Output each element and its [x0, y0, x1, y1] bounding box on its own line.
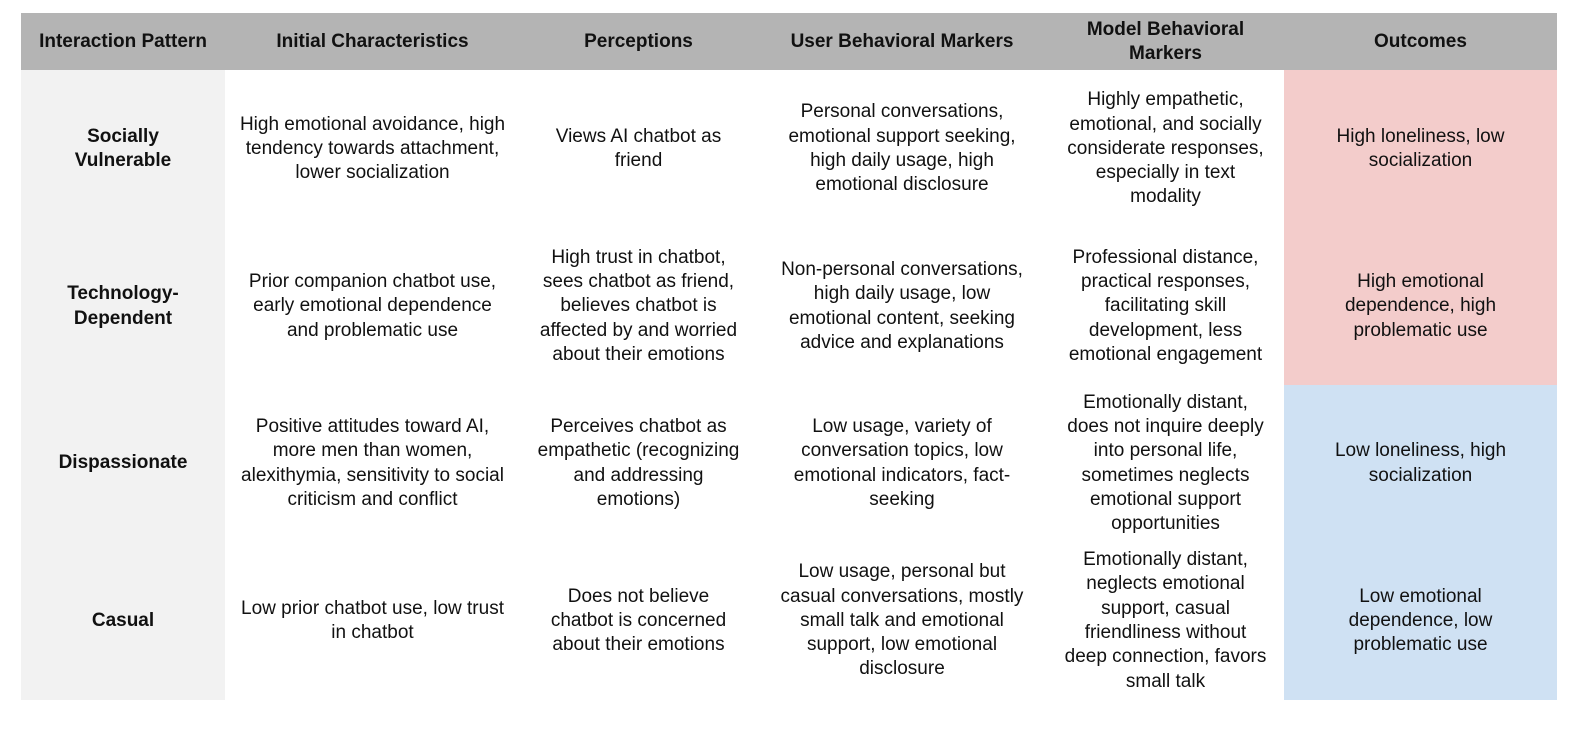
- table-body: Socially Vulnerable High emotional avoid…: [21, 70, 1557, 700]
- initial-characteristics-cell: Prior companion chatbot use, early emoti…: [248, 271, 497, 341]
- model-markers-cell: Highly empathetic, emotional, and social…: [1067, 89, 1264, 208]
- interaction-patterns-table: Interaction Pattern Initial Characterist…: [21, 13, 1557, 700]
- perceptions-cell: Views AI chatbot as friend: [555, 125, 722, 171]
- initial-characteristics-cell: Low prior chatbot use, low trust in chat…: [241, 597, 504, 643]
- user-markers-cell: Personal conversations, emotional suppor…: [788, 101, 1016, 196]
- outcomes-cell: Low loneliness, high socialization: [1284, 385, 1557, 542]
- outcomes-cell: Low emotional dependence, low problemati…: [1284, 542, 1557, 700]
- table-row: Dispassionate Positive attitudes toward …: [21, 385, 1557, 542]
- pattern-cell: Casual: [21, 542, 225, 700]
- header-model-behavioral-markers: Model Behavioral Markers: [1047, 13, 1284, 70]
- outcomes-cell: High emotional dependence, high problema…: [1284, 228, 1557, 385]
- model-markers-cell: Emotionally distant, neglects emotional …: [1064, 549, 1267, 692]
- header-initial-characteristics: Initial Characteristics: [225, 13, 520, 70]
- header-perceptions: Perceptions: [520, 13, 757, 70]
- user-markers-cell: Low usage, variety of conversation topic…: [793, 415, 1011, 510]
- perceptions-cell: Does not believe chatbot is concerned ab…: [550, 585, 727, 656]
- user-markers-cell: Non-personal conversations, high daily u…: [781, 258, 1023, 353]
- model-markers-cell: Professional distance, practical respons…: [1068, 246, 1263, 365]
- pattern-cell: Dispassionate: [21, 385, 225, 542]
- initial-characteristics-cell: Positive attitudes toward AI, more men t…: [241, 415, 504, 510]
- outcomes-cell: High loneliness, low socialization: [1284, 70, 1557, 228]
- header-outcomes: Outcomes: [1284, 13, 1557, 70]
- header-row: Interaction Pattern Initial Characterist…: [21, 13, 1557, 70]
- table-row: Socially Vulnerable High emotional avoid…: [21, 70, 1557, 228]
- user-markers-cell: Low usage, personal but casual conversat…: [780, 561, 1024, 680]
- perceptions-cell: High trust in chatbot, sees chatbot as f…: [539, 246, 738, 365]
- header-user-behavioral-markers: User Behavioral Markers: [757, 13, 1047, 70]
- table-row: Technology-Dependent Prior companion cha…: [21, 228, 1557, 385]
- table-header: Interaction Pattern Initial Characterist…: [21, 13, 1557, 70]
- perceptions-cell: Perceives chatbot as empathetic (recogni…: [537, 415, 740, 510]
- pattern-cell: Socially Vulnerable: [21, 70, 225, 228]
- pattern-cell: Technology-Dependent: [21, 228, 225, 385]
- table-row: Casual Low prior chatbot use, low trust …: [21, 542, 1557, 700]
- interaction-patterns-table-container: Interaction Pattern Initial Characterist…: [21, 13, 1557, 700]
- initial-characteristics-cell: High emotional avoidance, high tendency …: [239, 113, 506, 184]
- header-interaction-pattern: Interaction Pattern: [21, 13, 225, 70]
- model-markers-cell: Emotionally distant, does not inquire de…: [1067, 391, 1264, 535]
